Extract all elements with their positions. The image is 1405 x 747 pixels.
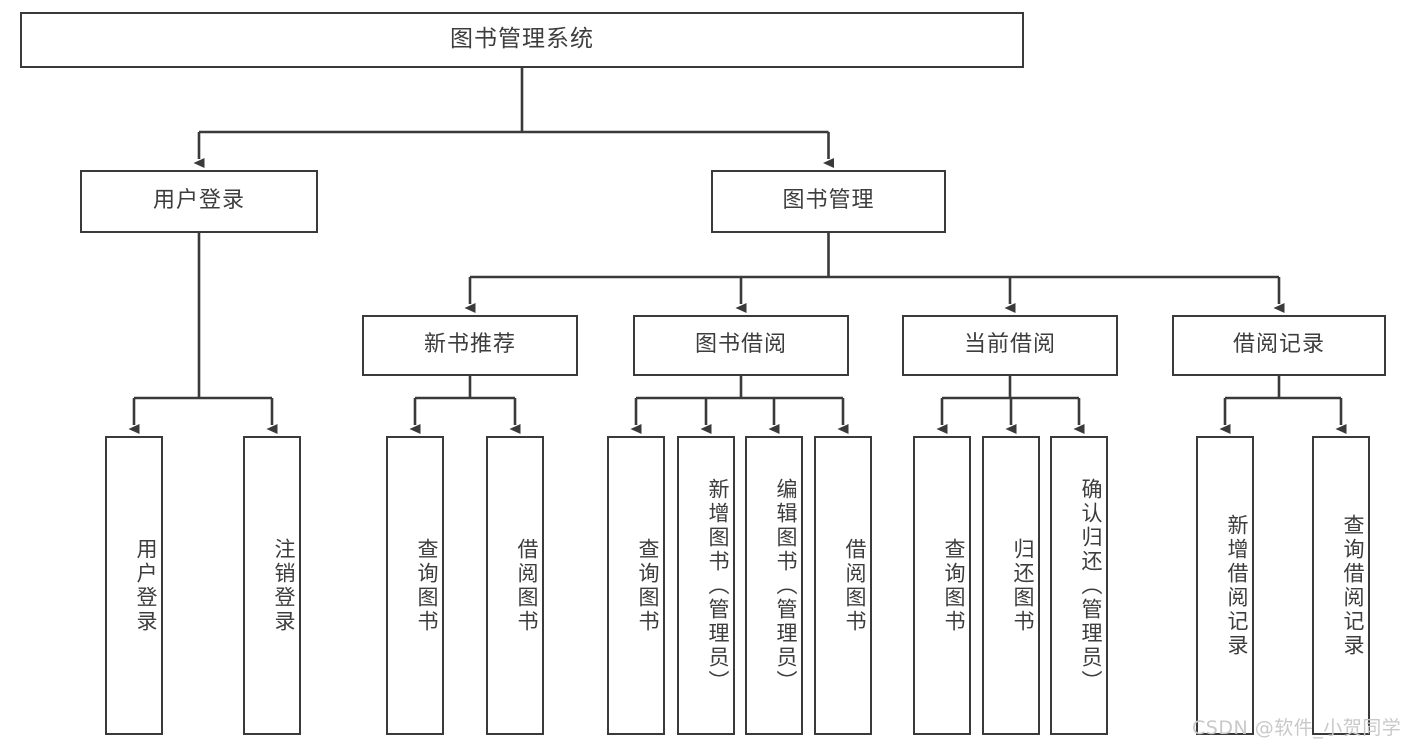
leaf-cur-query-book[interactable]: 查询图书 (913, 436, 971, 735)
node-root[interactable]: 图书管理系统 (20, 12, 1024, 68)
leaf-label: 注销登录 (272, 537, 296, 634)
leaf-label: 确认归还（管理员） (1079, 477, 1103, 694)
leaf-user-login[interactable]: 用户登录 (105, 436, 163, 735)
leaf-label: 查询图书 (636, 537, 660, 634)
leaf-user-logout[interactable]: 注销登录 (243, 436, 301, 735)
leaf-label: 查询图书 (942, 537, 966, 634)
node-new-book-rec[interactable]: 新书推荐 (362, 315, 578, 376)
leaf-cur-confirm-return[interactable]: 确认归还（管理员） (1050, 436, 1108, 735)
leaf-label: 借阅图书 (515, 537, 539, 634)
leaf-rec-query-record[interactable]: 查询借阅记录 (1312, 436, 1370, 735)
leaf-borrow-add-book[interactable]: 新增图书（管理员） (677, 436, 735, 735)
leaf-label: 新增借阅记录 (1225, 513, 1249, 658)
leaf-label: 归还图书 (1011, 537, 1035, 634)
leaf-label: 编辑图书（管理员） (774, 477, 798, 694)
node-book-manage[interactable]: 图书管理 (711, 170, 946, 233)
leaf-borrow-edit-book[interactable]: 编辑图书（管理员） (745, 436, 803, 735)
leaf-label: 查询图书 (415, 537, 439, 634)
node-current-borrow[interactable]: 当前借阅 (902, 315, 1118, 376)
node-borrow-record[interactable]: 借阅记录 (1172, 315, 1386, 376)
node-user-login[interactable]: 用户登录 (80, 170, 318, 233)
leaf-borrow-query-book[interactable]: 查询图书 (607, 436, 665, 735)
leaf-label: 用户登录 (134, 537, 158, 634)
leaf-rec-query-book[interactable]: 查询图书 (386, 436, 444, 735)
csdn-watermark: CSDN @软件_小贺同学 (1192, 717, 1402, 739)
leaf-rec-borrow-book[interactable]: 借阅图书 (486, 436, 544, 735)
leaf-rec-add-record[interactable]: 新增借阅记录 (1196, 436, 1254, 735)
leaf-borrow-borrow-book[interactable]: 借阅图书 (814, 436, 872, 735)
leaf-label: 新增图书（管理员） (706, 477, 730, 694)
leaf-label: 借阅图书 (843, 537, 867, 634)
leaf-label: 查询借阅记录 (1341, 513, 1365, 658)
node-book-borrow[interactable]: 图书借阅 (633, 315, 849, 376)
leaf-cur-return-book[interactable]: 归还图书 (982, 436, 1040, 735)
